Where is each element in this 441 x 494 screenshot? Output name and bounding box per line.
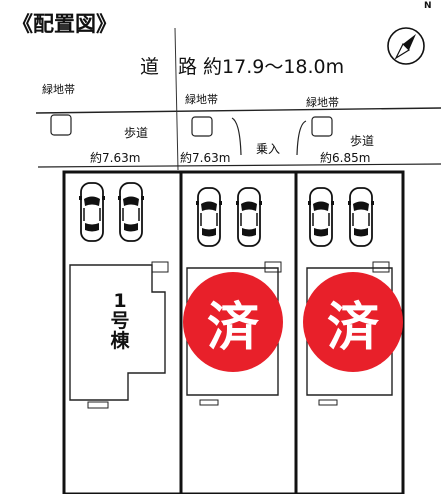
- entrance-curve-right: [296, 120, 307, 156]
- parking-car-1a: [78, 182, 106, 242]
- green-belt-box-3: [311, 116, 333, 137]
- sold-badge-lot-3: 済: [303, 272, 403, 372]
- entrance-curve-left: [231, 117, 242, 156]
- green-belt-label-3: 緑地帯: [306, 96, 339, 109]
- sidewalk-label-1: 歩道: [124, 126, 149, 140]
- north-compass-icon: [387, 27, 425, 65]
- building-1-box: [151, 261, 169, 273]
- sidewalk-line: [37, 163, 441, 168]
- building-1-label: 1 号 棟: [100, 290, 140, 352]
- lot-3-frontage: 約6.85m: [320, 151, 371, 165]
- building-3-step: [318, 399, 338, 406]
- building-1-number: 1: [113, 290, 127, 312]
- green-belt-label-1: 緑地帯: [42, 83, 75, 96]
- road-edge-line: [35, 107, 441, 114]
- lot-2-frontage: 約7.63m: [180, 151, 231, 165]
- entrance-label: 乗入: [256, 142, 281, 156]
- building-1-tou: 棟: [110, 329, 130, 352]
- parking-car-1b: [117, 182, 145, 242]
- parking-car-3a: [307, 187, 335, 247]
- page-title: 《配置図》: [12, 12, 117, 36]
- parking-car-2a: [195, 187, 223, 247]
- building-3-footprint: [306, 267, 393, 396]
- sold-badge-lot-2: 済: [183, 272, 283, 372]
- building-1-footprint: [69, 264, 166, 401]
- building-2-footprint: [186, 267, 279, 396]
- green-belt-box-2: [191, 116, 213, 137]
- parking-car-3b: [347, 187, 375, 247]
- north-label: N: [424, 1, 432, 11]
- parking-car-2b: [235, 187, 263, 247]
- lots-outline: [62, 170, 405, 494]
- building-1-go: 号: [110, 309, 130, 332]
- green-belt-label-2: 緑地帯: [185, 93, 218, 106]
- building-1-step: [87, 401, 109, 409]
- guide-line: [174, 27, 179, 171]
- building-2-box: [264, 261, 282, 273]
- building-2-step: [199, 399, 219, 406]
- building-3-box: [372, 261, 390, 273]
- lot-1-frontage: 約7.63m: [90, 151, 141, 165]
- green-belt-box-1: [50, 114, 72, 136]
- sidewalk-label-2: 歩道: [350, 134, 375, 148]
- road-width-label: 道 路 約17.9～18.0m: [140, 56, 345, 78]
